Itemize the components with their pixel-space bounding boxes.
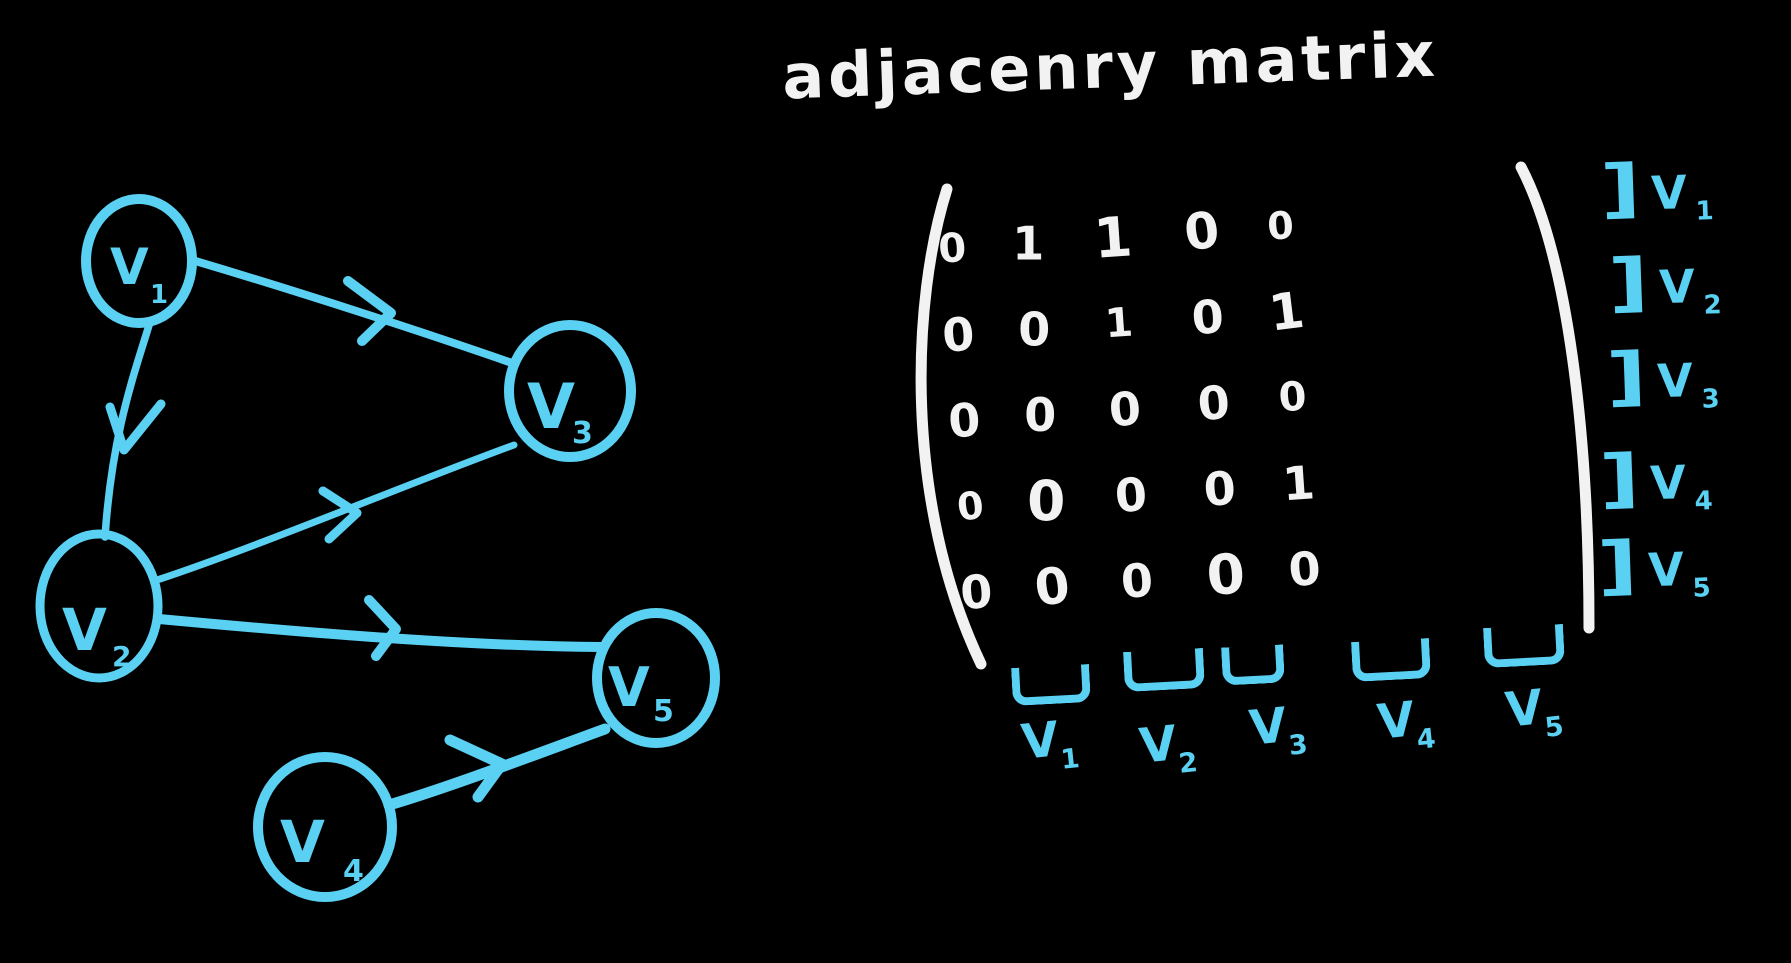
matrix-cell: 0 [946,392,983,449]
edge-v1-v3 [188,256,516,367]
col-label-sub: 3 [1287,729,1310,762]
matrix-col-label-v5: V5 [1503,677,1565,747]
matrix-cell: 0 [1277,373,1309,422]
matrix-cell: 1 [1265,280,1308,343]
matrix-cell: 0 [1113,466,1149,524]
matrix-cell: 0 [940,306,977,363]
matrix-col-label-v3: V3 [1247,695,1309,765]
column-bracket-icon [1351,637,1431,683]
edge-v1-v2 [101,318,154,541]
matrix-row-label-v3: ] V 3 [1605,340,1721,418]
row-bracket-icon: ] [1604,339,1649,416]
edge-v4-v5 [383,723,611,811]
node-v4-sub: 4 [343,854,364,889]
adjacency-matrix-values: 0 1 1 0 0 0 0 1 0 1 0 0 0 0 0 0 0 0 0 1 … [913,181,1342,638]
matrix-cell: 0 [1201,460,1238,517]
col-label-text: V [1374,691,1418,751]
node-v3 [504,320,636,462]
col-label-sub: 5 [1543,711,1566,744]
matrix-cell: 0 [958,563,995,621]
col-label-text: V [1018,711,1062,771]
matrix-cell: 0 [1286,541,1323,598]
node-v1 [81,194,197,328]
matrix-cell: 0 [1119,552,1155,609]
matrix-cell: 0 [1027,468,1066,533]
matrix-cell: 0 [1180,200,1223,263]
row-bracket-icon: ] [1595,528,1640,605]
col-label-sub: 2 [1177,747,1200,780]
node-v5-label: V [608,656,650,719]
arrowhead-v1-v3-icon [343,276,396,346]
matrix-cell: 0 [1265,203,1296,249]
row-bracket-icon: ] [1597,441,1642,518]
col-label-sub: 1 [1059,743,1082,776]
node-v5-sub: 5 [653,694,674,729]
column-bracket-icon [1123,647,1205,693]
row-label-sub: 1 [1695,196,1715,227]
matrix-col-label-v1: V1 [1019,709,1081,779]
matrix-right-paren [1515,161,1595,634]
matrix-title: adjacenry matrix [780,17,1440,114]
matrix-row-label-v5: ] V 5 [1596,529,1712,607]
node-v2-label: V [62,596,107,664]
row-bracket-icon: ] [1606,245,1651,322]
arrowhead-v1-v2-icon [105,399,166,455]
row-bracket-icon: ] [1598,151,1643,228]
matrix-cell: 0 [954,482,987,530]
node-v1-sub: 1 [150,280,168,310]
directed-graph: V 1 V 2 V 3 V 4 V 5 [35,194,720,902]
matrix-cell: 0 [1024,388,1057,443]
matrix-row-label-v1: ] V 1 [1599,152,1715,230]
column-bracket-icon [1221,644,1285,686]
row-label-sub: 3 [1701,384,1721,415]
column-bracket-icon [1011,663,1091,707]
row-label-text: V [1658,259,1696,315]
column-bracket-icon [1483,623,1565,669]
matrix-cell: 1 [1280,455,1317,512]
node-v1-label: V [110,238,149,296]
matrix-cell: 1 [1012,216,1045,271]
row-label-sub: 4 [1694,486,1714,517]
matrix-cell: 1 [1091,204,1135,271]
matrix-cell: 0 [936,224,968,273]
row-label-sub: 5 [1692,573,1712,604]
node-v3-sub: 3 [572,416,593,451]
matrix-col-label-v4: V4 [1375,689,1437,759]
matrix-row-label-v4: ] V 4 [1598,442,1714,520]
row-label-text: V [1649,455,1687,511]
row-label-text: V [1656,353,1694,409]
node-v4-label: V [280,808,325,876]
matrix-cell: 0 [1189,289,1226,346]
row-label-text: V [1647,542,1685,598]
edge-v2-v3 [153,441,518,584]
node-v2-sub: 2 [112,640,131,673]
matrix-cell: 0 [1018,302,1051,357]
row-label-sub: 2 [1703,290,1723,321]
matrix-cell: 0 [1031,555,1074,618]
col-label-text: V [1136,715,1180,775]
arrowhead-v2-v3-icon [318,486,362,544]
matrix-row-label-v2: ] V 2 [1607,246,1723,324]
arrowhead-v2-v5-icon [364,595,401,661]
node-v4 [253,752,397,902]
edge-v2-v5 [154,614,606,652]
matrix-cell: 1 [1103,299,1135,348]
arrowhead-v4-v5-icon [444,734,508,803]
col-label-text: V [1246,697,1290,757]
matrix-cell: 0 [1204,541,1248,608]
col-label-text: V [1502,679,1546,739]
col-label-sub: 4 [1415,723,1438,756]
row-label-text: V [1650,165,1688,221]
matrix-cell: 0 [1107,381,1143,438]
node-v5 [592,608,720,748]
node-v3-label: V [527,370,575,443]
node-v2 [35,529,163,683]
matrix-col-label-v2: V2 [1137,713,1199,783]
matrix-cell: 0 [1195,374,1232,432]
